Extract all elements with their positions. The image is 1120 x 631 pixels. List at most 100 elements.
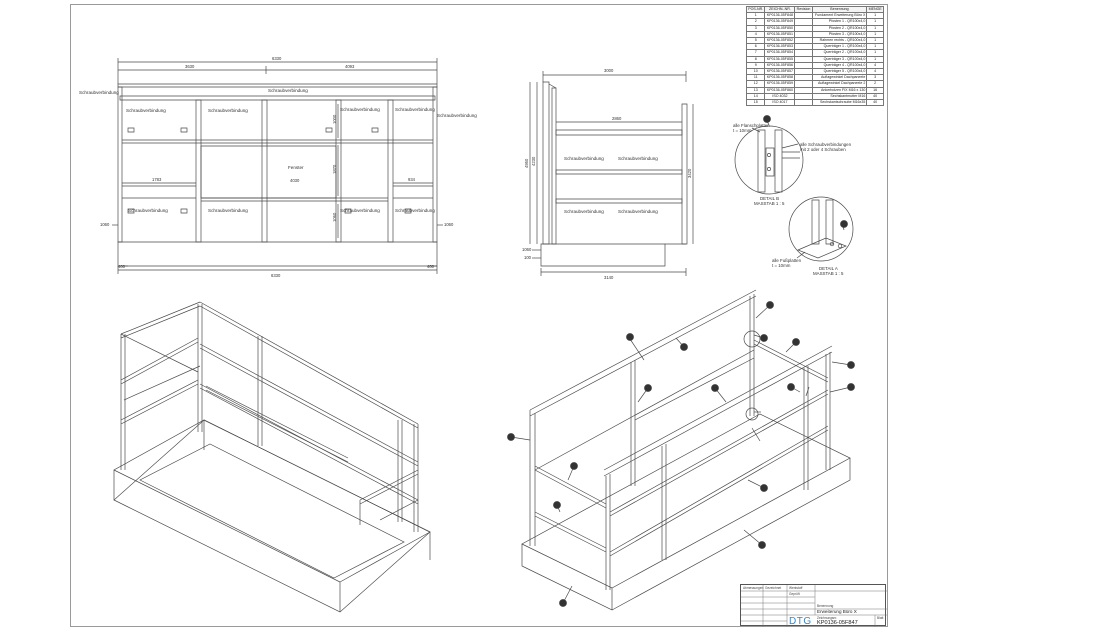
- cell-pos: 15: [745, 99, 766, 107]
- cell-pos: 6: [745, 43, 766, 51]
- cell-quantity: 4: [866, 68, 884, 76]
- dim-side-top-width: 3000: [604, 68, 614, 73]
- cell-drawing-no: KP0136-05F854: [764, 49, 796, 57]
- iso-balloon: 8: [559, 599, 566, 606]
- tb-sheet-label: Blatt: [877, 616, 884, 620]
- cell-drawing-no: KP0136-05F856: [764, 61, 796, 70]
- dim-bottom-right: 400: [427, 264, 435, 269]
- svg-text:15: 15: [842, 222, 847, 227]
- iso-balloon: 5: [680, 343, 687, 350]
- label-screw-inner-1: Schraubverbindung: [126, 108, 166, 113]
- dim-window-width: 4030: [290, 178, 300, 183]
- cell-pos: 2: [745, 18, 766, 26]
- dim-side-b: 1060: [444, 222, 454, 227]
- cell-quantity: 3: [866, 74, 884, 82]
- dim-side-small-b: 100: [524, 255, 532, 260]
- label-side-screw-1: Schraubverbindung: [564, 156, 604, 161]
- cell-drawing-no: KP0136-05F853: [764, 43, 796, 51]
- svg-text:4: 4: [647, 386, 650, 391]
- dim-side-bottom-width: 3140: [604, 275, 614, 280]
- cell-name: Rahmen rechts - QR100x4,0: [811, 36, 868, 45]
- cell-revision: [794, 12, 813, 20]
- title-block: Abmessungen Gezeichnet Werkstoff Geprüft…: [740, 584, 887, 627]
- detail-a-title: DETAIL A: [819, 266, 838, 271]
- tb-material-label: Werkstoff: [789, 586, 803, 590]
- svg-text:14: 14: [760, 543, 765, 548]
- cell-pos: 8: [745, 55, 766, 63]
- cell-name: Querträger 4 - QR100x4,0: [811, 61, 868, 70]
- cell-pos: 7: [745, 49, 766, 57]
- isometric-view-right: [511, 290, 851, 610]
- detail-b-note-1: alle Flanschplatten: [733, 123, 770, 128]
- cell-name: Querträger 1 - QR100x4,0: [811, 43, 868, 51]
- cell-drawing-no: KP0136-05F850: [764, 24, 796, 32]
- cell-pos: 5: [745, 36, 766, 45]
- dim-bottom-left: 400: [118, 264, 126, 269]
- cell-pos: 1: [745, 12, 766, 20]
- label-screw-right: Schraubverbindung: [437, 113, 477, 118]
- cell-drawing-no: KP0136-05F860: [764, 86, 796, 94]
- cell-name: Querträger 2 - QR100x4,0: [811, 49, 868, 57]
- cell-pos: 12: [745, 80, 766, 88]
- cell-quantity: 1: [866, 30, 884, 39]
- svg-text:14: 14: [765, 117, 770, 122]
- dim-mid-b: 1870: [332, 164, 337, 174]
- cell-name: Ankerbolzen FIX M16 x 130: [811, 86, 868, 94]
- cell-pos: 11: [745, 74, 766, 82]
- detail-a-scale: MASSTAB 1 : 5: [813, 271, 844, 276]
- detail-b-note-2: alle Schraubverbindungen: [800, 142, 852, 147]
- cell-name: Querträger 5 - QR100x4,0: [811, 68, 868, 76]
- cell-quantity: 2: [866, 80, 884, 88]
- label-screw-left: Schraubverbindung: [79, 90, 119, 95]
- svg-text:2: 2: [629, 335, 632, 340]
- dim-right-bay: 934: [408, 177, 416, 182]
- cell-name: Sechskantschraube M16x35: [811, 99, 868, 107]
- svg-text:7: 7: [763, 336, 766, 341]
- tb-title: Erweiterung Büro X: [817, 609, 857, 614]
- cell-quantity: 1: [866, 36, 884, 45]
- dim-side-left-height: 4950: [524, 158, 529, 168]
- iso-balloon: 14: [758, 541, 765, 548]
- dim-side-inner-width: 2860: [612, 116, 622, 121]
- company-logo: DTG: [789, 616, 812, 627]
- side-view: [530, 71, 693, 276]
- cell-pos: 9: [745, 61, 766, 70]
- cell-quantity: 1: [866, 49, 884, 57]
- cell-quantity: 40: [866, 99, 884, 107]
- cell-pos: 3: [745, 24, 766, 32]
- svg-text:10: 10: [849, 385, 854, 390]
- cell-pos: 10: [745, 68, 766, 76]
- dim-right-span: 4093: [345, 64, 355, 69]
- cell-quantity: 16: [866, 86, 884, 94]
- cell-revision: [794, 92, 813, 101]
- dim-left-bay: 1783: [152, 177, 162, 182]
- tb-left-col: Abmessungen: [743, 586, 764, 590]
- cell-drawing-no: KP0136-05F852: [764, 36, 796, 45]
- tb-designer-label: Gezeichnet: [765, 586, 782, 590]
- title-block-grid: [741, 585, 887, 627]
- svg-text:11: 11: [794, 340, 799, 345]
- cell-quantity: 1: [866, 55, 884, 63]
- cell-drawing-no: KP0136-05F848: [764, 12, 796, 20]
- tb-name-label: Benennung: [817, 604, 834, 608]
- svg-text:5: 5: [683, 345, 686, 350]
- cell-quantity: 40: [866, 92, 884, 101]
- cell-pos: 13: [745, 86, 766, 94]
- svg-text:1: 1: [556, 503, 559, 508]
- iso-balloon: 9: [766, 301, 773, 308]
- cell-drawing-no: KP0136-05F849: [764, 18, 796, 26]
- cell-pos: 14: [745, 92, 766, 101]
- iso-balloon: 1: [507, 433, 514, 440]
- cell-revision: [794, 99, 813, 107]
- dim-overall-width: 6330: [272, 56, 282, 61]
- iso-balloon: 13: [570, 462, 577, 469]
- iso-balloon: 1: [553, 501, 560, 508]
- col-name: Benennung: [811, 5, 868, 14]
- isometric-view-left: [114, 302, 430, 612]
